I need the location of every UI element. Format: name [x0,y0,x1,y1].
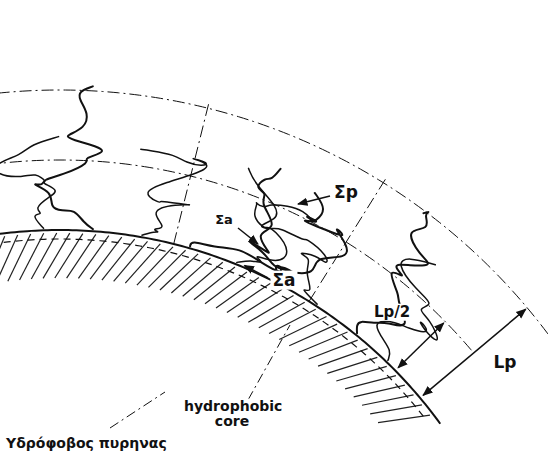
hatch-stroke [125,244,160,283]
hatch-stroke [114,241,148,281]
lp-dimension [423,309,526,395]
hatch-stroke [183,262,223,296]
hatch-stroke [0,236,5,285]
core-dashed-arc [0,239,423,416]
half-lp-dimension [398,323,444,368]
hatch-stroke [309,340,358,359]
sigma-a-pointer [244,266,268,278]
dimension-label: Lp/2 [372,304,412,321]
hatch-stroke [378,415,430,423]
polymer-chain [357,212,429,333]
polymer-chain [141,149,207,235]
sigma-p-pointer [298,196,330,204]
hatch-stroke [67,234,96,278]
hatch-stroke [102,239,135,280]
hatch-stroke [90,237,122,279]
sigma-a-small-pointer [238,228,258,244]
hatch-stroke [137,247,173,285]
hatch-stroke [43,233,70,278]
polymer-chain [274,193,347,280]
hatch-stroke [55,234,83,278]
polymer-chain [249,168,328,304]
hatch-stroke [269,309,316,333]
hatch-stroke [289,324,337,346]
region-label: hydrophobic core [182,399,282,430]
hatch-stroke [370,405,422,414]
hatch-stroke [78,236,108,279]
radial-axis [174,103,209,244]
hatch-stroke [259,302,305,327]
hatch-stroke [148,250,185,287]
half-layer-arc [0,160,474,353]
hatch-stroke [279,317,326,340]
polymer-chain [0,137,59,229]
layer-arcs [0,90,548,424]
hatch-stroke [205,272,247,304]
hatch-stroke [238,289,282,317]
hatch-stroke [299,332,347,352]
hatch-stroke [171,258,210,293]
dimension-label: Lp [491,353,518,372]
core-hatching [0,233,430,423]
hatch-stroke [336,366,386,381]
core-leader [248,325,290,400]
polymer-chain [190,169,290,272]
core-boundary [0,230,440,424]
radial-axis [309,178,386,301]
hatch-stroke [362,395,413,405]
region-label: Υδρόφοβος πυρηνας [4,436,169,451]
hatch-stroke [160,254,198,290]
hatch-stroke [354,385,405,397]
hatch-stroke [227,283,271,312]
hatch-stroke [248,296,293,323]
greek-leader [110,392,165,428]
leader-lines [110,196,526,428]
hatch-stroke [31,233,56,279]
polymer-chain [35,86,102,229]
area-label: Σp [332,183,360,202]
area-label: Σa [270,271,297,290]
polymer-chains [0,86,437,360]
hatch-stroke [345,376,396,389]
hatch-stroke [216,277,259,307]
hatch-stroke [194,267,235,300]
area-label: Σa [213,213,235,227]
